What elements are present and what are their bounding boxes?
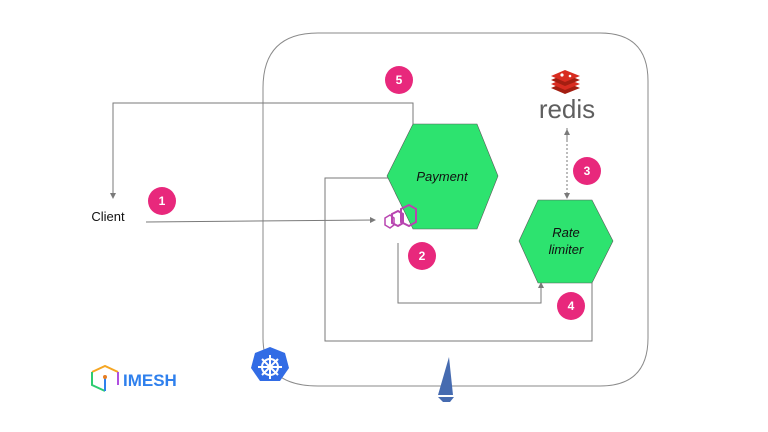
redis-label: redis (539, 94, 595, 124)
step-badge-2: 2 (408, 242, 436, 270)
rate-limiter-label-line2: limiter (549, 242, 584, 257)
client-label: Client (91, 209, 125, 224)
svg-text:4: 4 (568, 299, 575, 313)
rate-limiter-service[interactable]: Rate limiter (518, 199, 614, 284)
redis-logo-icon: redis (539, 70, 595, 124)
imesh-logo: IMESH (91, 364, 177, 392)
step-badge-3: 3 (573, 157, 601, 185)
kubernetes-helm-icon (251, 347, 289, 381)
step-badge-4: 4 (557, 292, 585, 320)
svg-text:2: 2 (419, 249, 426, 263)
cluster-boundary (262, 32, 649, 387)
rate-limiter-label-line1: Rate (552, 225, 579, 240)
payment-service[interactable]: Payment (386, 123, 499, 230)
imesh-label: IMESH (123, 371, 177, 390)
connector-client-to-proxy (145, 217, 376, 224)
step-badge-5: 5 (385, 66, 413, 94)
svg-text:5: 5 (396, 73, 403, 87)
step-badge-1: 1 (148, 187, 176, 215)
connector-response-to-client (110, 102, 414, 199)
connector-proxy-to-rate-limiter (397, 243, 544, 304)
payment-label: Payment (416, 169, 469, 184)
svg-text:1: 1 (159, 194, 166, 208)
svg-text:3: 3 (584, 164, 591, 178)
imesh-cube-icon (91, 364, 119, 392)
envoy-proxy-icon (384, 203, 417, 229)
istio-sail-icon (438, 357, 454, 402)
